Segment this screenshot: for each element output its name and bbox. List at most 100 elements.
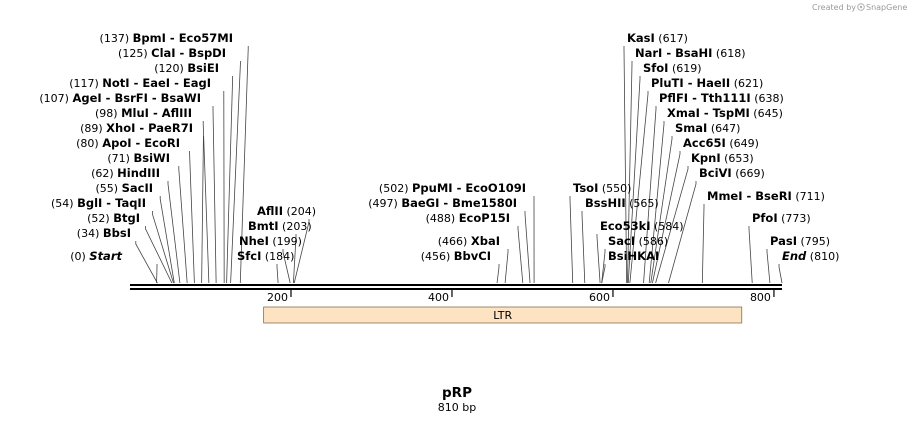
site-label-bsiei[interactable]: (120) BsiEI [154, 61, 219, 75]
site-noti-eaei-eagi[interactable]: (117) NotI - EaeI - EagI [69, 76, 211, 90]
site-label-bgli-taqii[interactable]: (54) BglI - TaqII [51, 196, 146, 210]
site-label-xmai-tspmi[interactable]: XmaI - TspMI (645) [667, 106, 783, 120]
site-sfci[interactable]: SfcI (184) [237, 249, 294, 263]
site-bpmi-eco57mi[interactable]: (137) BpmI - Eco57MI [100, 31, 233, 45]
site-label-tsoi[interactable]: TsoI (550) [573, 181, 631, 195]
site-name-apoi: ApoI [102, 136, 131, 150]
site-label-bpmi-eco57mi[interactable]: (137) BpmI - Eco57MI [100, 31, 233, 45]
site-saci[interactable]: SacI (586) [608, 234, 668, 248]
site-hindiii[interactable]: (62) HindIII [91, 166, 160, 180]
site-label-bbvci[interactable]: (456) BbvCI [421, 249, 491, 263]
site-pfoi[interactable]: PfoI (773) [752, 211, 811, 225]
site-label-agei-bsrfi-bsawi[interactable]: (107) AgeI - BsrFI - BsaWI [39, 91, 201, 105]
site-label-bsshii[interactable]: BssHII (565) [585, 196, 659, 210]
site-pflfi-tth111i[interactable]: PflFI - Tth111I (638) [659, 91, 784, 105]
site-nari-bsahi[interactable]: NarI - BsaHI (618) [635, 46, 746, 60]
site-aflii[interactable]: AflII (204) [257, 204, 316, 218]
site-label-mlui-afliii[interactable]: (98) MluI - AflIII [95, 106, 192, 120]
site-label-smai[interactable]: SmaI (647) [675, 121, 740, 135]
site-pos-start: (0) [70, 250, 86, 263]
site-bsihkai[interactable]: BsiHKAI [608, 249, 659, 263]
site-label-sacii[interactable]: (55) SacII [95, 181, 153, 195]
leader-kasi [623, 46, 628, 284]
site-label-bcivi[interactable]: BciVI (669) [699, 166, 765, 180]
site-xbai[interactable]: (466) XbaI [438, 234, 500, 248]
site-label-aflii[interactable]: AflII (204) [257, 204, 316, 218]
site-label-baegi-bme1580i[interactable]: (497) BaeGI - Bme1580I [368, 196, 517, 210]
site-label-saci[interactable]: SacI (586) [608, 234, 668, 248]
site-bsiei[interactable]: (120) BsiEI [154, 61, 219, 75]
site-kasi[interactable]: KasI (617) [627, 31, 688, 45]
feature-ltr-bar[interactable] [263, 306, 743, 324]
site-acc65i[interactable]: Acc65I (649) [683, 136, 759, 150]
site-eco53ki[interactable]: Eco53kI (584) [600, 219, 684, 233]
site-label-btgi[interactable]: (52) BtgI [87, 211, 140, 225]
site-label-sfci[interactable]: SfcI (184) [237, 249, 294, 263]
site-bsshii[interactable]: BssHII (565) [585, 196, 659, 210]
site-label-clai-bspdi[interactable]: (125) ClaI - BspDI [118, 46, 226, 60]
site-label-kasi[interactable]: KasI (617) [627, 31, 688, 45]
site-ppumi-ecoo109i[interactable]: (502) PpuMI - EcoO109I [379, 181, 526, 195]
site-bsiwi[interactable]: (71) BsiWI [107, 151, 170, 165]
site-agei-bsrfi-bsawi[interactable]: (107) AgeI - BsrFI - BsaWI [39, 91, 201, 105]
site-xhoi-paer7i[interactable]: (89) XhoI - PaeR7I [80, 121, 193, 135]
site-bbvci[interactable]: (456) BbvCI [421, 249, 491, 263]
site-end[interactable]: End (810) [782, 249, 839, 263]
site-label-sfoi[interactable]: SfoI (619) [643, 61, 702, 75]
site-label-bsihkai[interactable]: BsiHKAI [608, 249, 659, 263]
site-sfoi[interactable]: SfoI (619) [643, 61, 702, 75]
site-pos-saci: (586) [639, 235, 669, 248]
site-label-pflfi-tth111i[interactable]: PflFI - Tth111I (638) [659, 91, 784, 105]
site-bmti[interactable]: BmtI (203) [248, 219, 312, 233]
site-bgli-taqii[interactable]: (54) BglI - TaqII [51, 196, 146, 210]
site-apoi-ecori[interactable]: (80) ApoI - EcoRI [76, 136, 180, 150]
site-nhei[interactable]: NheI (199) [239, 234, 302, 248]
site-label-eco53ki[interactable]: Eco53kI (584) [600, 219, 684, 233]
site-smai[interactable]: SmaI (647) [675, 121, 740, 135]
site-pluti-haeii[interactable]: PluTI - HaeII (621) [651, 76, 763, 90]
site-sep: - [170, 76, 183, 90]
site-name-afliii: AflIII [162, 106, 192, 120]
site-label-kpni[interactable]: KpnI (653) [691, 151, 754, 165]
site-label-nari-bsahi[interactable]: NarI - BsaHI (618) [635, 46, 746, 60]
site-bbsi[interactable]: (34) BbsI [77, 226, 131, 240]
site-name-sfci: SfcI [237, 249, 261, 263]
site-label-bmti[interactable]: BmtI (203) [248, 219, 312, 233]
site-label-bsiwi[interactable]: (71) BsiWI [107, 151, 170, 165]
site-clai-bspdi[interactable]: (125) ClaI - BspDI [118, 46, 226, 60]
site-label-acc65i[interactable]: Acc65I (649) [683, 136, 759, 150]
site-sep: - [743, 189, 756, 203]
site-label-bbsi[interactable]: (34) BbsI [77, 226, 131, 240]
site-baegi-bme1580i[interactable]: (497) BaeGI - Bme1580I [368, 196, 517, 210]
site-label-ecop15i[interactable]: (488) EcoP15I [426, 211, 510, 225]
site-label-start[interactable]: (0) Start [70, 249, 122, 263]
site-tsoi[interactable]: TsoI (550) [573, 181, 631, 195]
site-label-nhei[interactable]: NheI (199) [239, 234, 302, 248]
site-pasi[interactable]: PasI (795) [770, 234, 830, 248]
site-start[interactable]: (0) Start [70, 249, 122, 263]
site-kpni[interactable]: KpnI (653) [691, 151, 754, 165]
site-label-pasi[interactable]: PasI (795) [770, 234, 830, 248]
site-mlui-afliii[interactable]: (98) MluI - AflIII [95, 106, 192, 120]
site-sacii[interactable]: (55) SacII [95, 181, 153, 195]
site-label-hindiii[interactable]: (62) HindIII [91, 166, 160, 180]
site-pos-pflfi-tth111i: (638) [754, 92, 784, 105]
site-xmai-tspmi[interactable]: XmaI - TspMI (645) [667, 106, 783, 120]
feature-ltr[interactable]: LTR [263, 306, 743, 324]
site-ecop15i[interactable]: (488) EcoP15I [426, 211, 510, 225]
site-label-xbai[interactable]: (466) XbaI [438, 234, 500, 248]
site-mmei-bseri[interactable]: MmeI - BseRI (711) [707, 189, 825, 203]
leader-bpmi [239, 46, 249, 284]
site-btgi[interactable]: (52) BtgI [87, 211, 140, 225]
site-label-end[interactable]: End (810) [782, 249, 839, 263]
site-label-xhoi-paer7i[interactable]: (89) XhoI - PaeR7I [80, 121, 193, 135]
site-label-pluti-haeii[interactable]: PluTI - HaeII (621) [651, 76, 763, 90]
site-label-apoi-ecori[interactable]: (80) ApoI - EcoRI [76, 136, 180, 150]
site-label-mmei-bseri[interactable]: MmeI - BseRI (711) [707, 189, 825, 203]
site-label-ppumi-ecoo109i[interactable]: (502) PpuMI - EcoO109I [379, 181, 526, 195]
site-label-pfoi[interactable]: PfoI (773) [752, 211, 811, 225]
site-name-pluti: PluTI [651, 76, 684, 90]
site-bcivi[interactable]: BciVI (669) [699, 166, 765, 180]
leader-ecop15i [517, 226, 524, 284]
site-label-noti-eaei-eagi[interactable]: (117) NotI - EaeI - EagI [69, 76, 211, 90]
